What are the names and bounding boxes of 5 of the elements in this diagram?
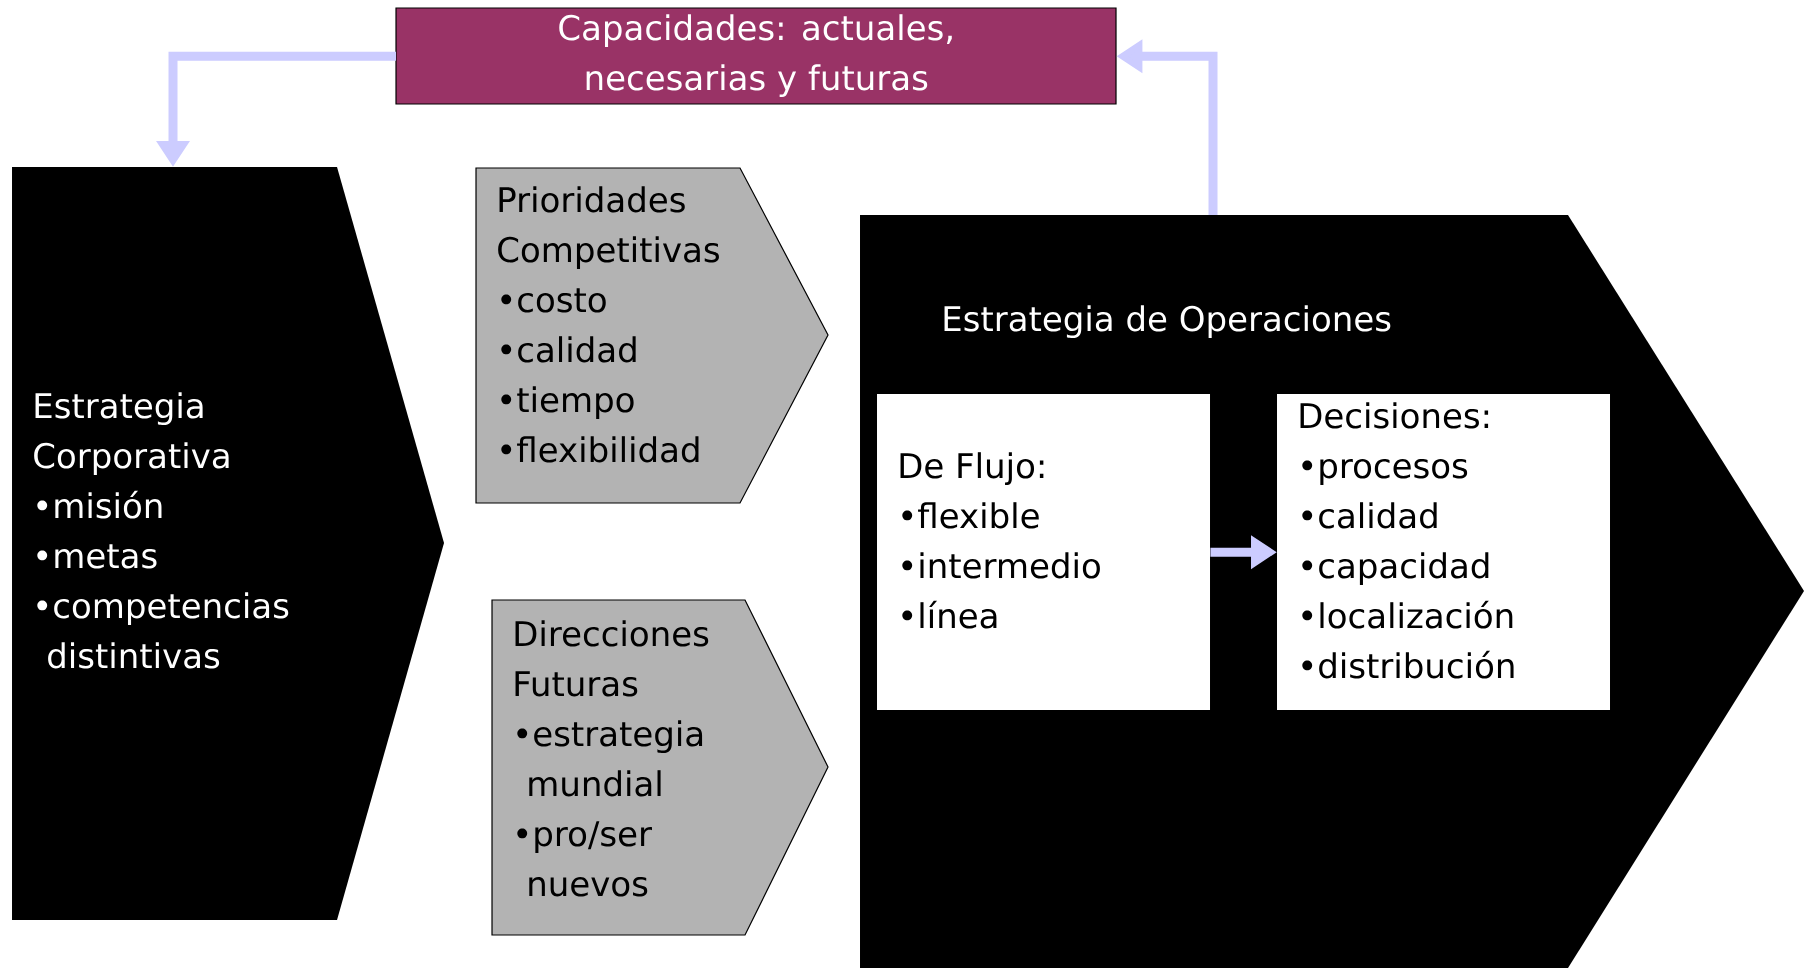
capabilities-box: Capacidades: actuales, necesarias y futuras [395,7,1117,105]
decisions-box: Decisiones: •procesos •calidad •capacidad •localización •distribución [1277,394,1610,710]
chevron-box: Direcciones Futuras •estrategia mundial •pro/ser nuevos [491,599,829,936]
chevron-box: Prioridades Competitivas •costo •calidad •tiempo •flexibilidad [475,167,829,504]
flow-box: De Flujo: •flexible •intermedio •línea [877,394,1210,710]
